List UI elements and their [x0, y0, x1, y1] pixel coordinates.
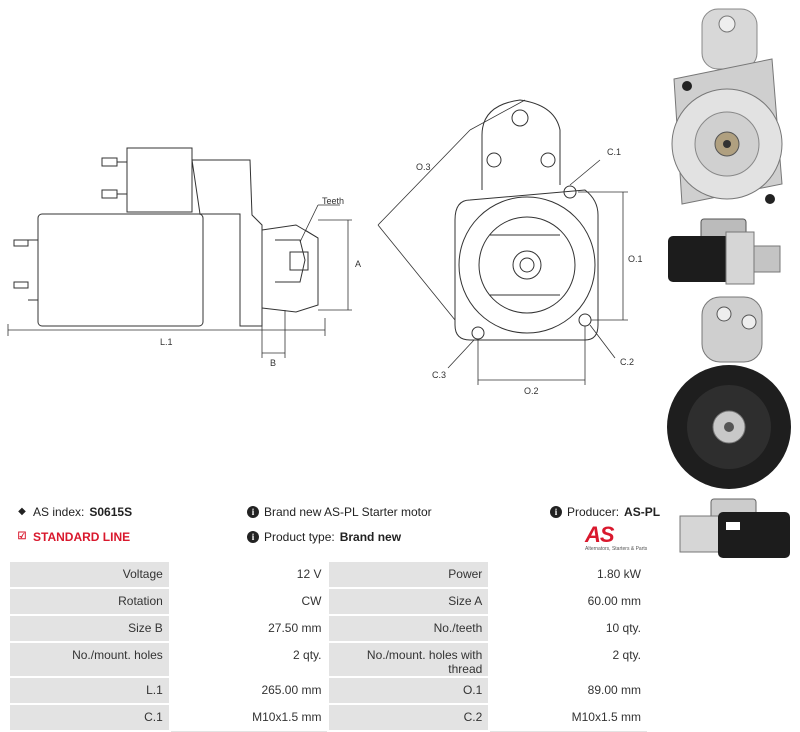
info-icon: i	[550, 506, 562, 518]
label-a: A	[355, 259, 361, 269]
spec-key: Size B	[8, 614, 171, 643]
tag-icon: ◆	[18, 506, 26, 517]
standard-line-label: STANDARD LINE	[33, 530, 131, 544]
spec-key: No./mount. holes	[8, 641, 171, 678]
as-index-row: ◆ AS index: S0615S	[16, 505, 132, 519]
standard-line-row: ☑ STANDARD LINE	[16, 530, 131, 544]
label-o3: O.3	[416, 162, 431, 172]
spec-value: CW	[168, 587, 330, 616]
spec-key: C.2	[327, 703, 491, 732]
spec-key: O.1	[327, 676, 491, 705]
table-row: Size B 27.50 mm No./teeth 10 qty.	[8, 614, 649, 643]
spec-value: M10x1.5 mm	[488, 703, 649, 732]
spec-value: 89.00 mm	[488, 676, 649, 705]
label-l1: L.1	[160, 337, 173, 347]
spec-value: 27.50 mm	[168, 614, 330, 643]
product-type-label: Product type:	[264, 530, 335, 544]
spec-key: Size A	[327, 587, 491, 616]
producer-row: i Producer: AS-PL	[550, 505, 660, 519]
spec-key: L.1	[8, 676, 171, 705]
front-top-bracket	[481, 99, 561, 190]
spec-key: Power	[327, 560, 491, 589]
spec-key: Voltage	[8, 560, 171, 589]
logo-tagline: Alternators, Starters & Parts	[585, 546, 648, 552]
label-c1: C.1	[607, 147, 621, 157]
label-b: B	[270, 358, 276, 368]
spec-value: 60.00 mm	[488, 587, 649, 616]
spec-value: 1.80 kW	[488, 560, 649, 589]
description-text: Brand new AS-PL Starter motor	[264, 505, 432, 519]
specifications-table: Voltage 12 V Power 1.80 kW Rotation CW S…	[8, 560, 649, 732]
logo-mark: AS	[585, 522, 615, 547]
spec-value: 2 qty.	[168, 641, 330, 678]
photo-rear-view	[667, 296, 791, 489]
front-housing-circle	[458, 196, 596, 334]
spec-value: 10 qty.	[488, 614, 649, 643]
checkbox-checked-icon: ☑	[17, 531, 27, 542]
technical-drawing: Teeth A L.1 B O.3 C.1 O.1 C.2 C.3 O.	[7, 99, 643, 396]
producer-value: AS-PL	[624, 505, 661, 519]
spec-key: No./mount. holes with thread	[327, 641, 491, 678]
photo-front-flange	[671, 8, 783, 205]
info-icon: i	[247, 531, 259, 543]
product-type-row: i Product type: Brand new	[247, 530, 401, 544]
label-o2: O.2	[524, 386, 539, 396]
as-index-label: AS index:	[33, 505, 85, 519]
motor-body-outline	[37, 213, 204, 327]
spec-value: 265.00 mm	[168, 676, 330, 705]
producer-label: Producer:	[567, 505, 620, 519]
front-flange	[454, 189, 599, 341]
label-c3: C.3	[432, 370, 446, 380]
label-teeth: Teeth	[322, 196, 344, 206]
spec-value: M10x1.5 mm	[168, 703, 330, 732]
table-row: Voltage 12 V Power 1.80 kW	[8, 560, 649, 589]
spec-value: 2 qty.	[488, 641, 649, 678]
spec-value: 12 V	[168, 560, 330, 589]
product-type-value: Brand new	[339, 530, 402, 544]
solenoid-outline	[126, 147, 193, 213]
photo-side-view	[668, 218, 781, 285]
table-row: No./mount. holes 2 qty. No./mount. holes…	[8, 641, 649, 678]
description-row: i Brand new AS-PL Starter motor	[247, 505, 432, 519]
spec-key: No./teeth	[327, 614, 491, 643]
spec-key: Rotation	[8, 587, 171, 616]
photo-perspective-view	[679, 498, 790, 558]
table-row: L.1 265.00 mm O.1 89.00 mm	[8, 676, 649, 705]
as-index-value: S0615S	[89, 505, 133, 519]
table-row: Rotation CW Size A 60.00 mm	[8, 587, 649, 616]
label-o1: O.1	[628, 254, 643, 264]
table-row: C.1 M10x1.5 mm C.2 M10x1.5 mm	[8, 703, 649, 732]
spec-key: C.1	[8, 703, 171, 732]
as-pl-logo: AS Alternators, Starters & Parts	[585, 522, 651, 554]
info-icon: i	[247, 506, 259, 518]
label-c2: C.2	[620, 357, 634, 367]
